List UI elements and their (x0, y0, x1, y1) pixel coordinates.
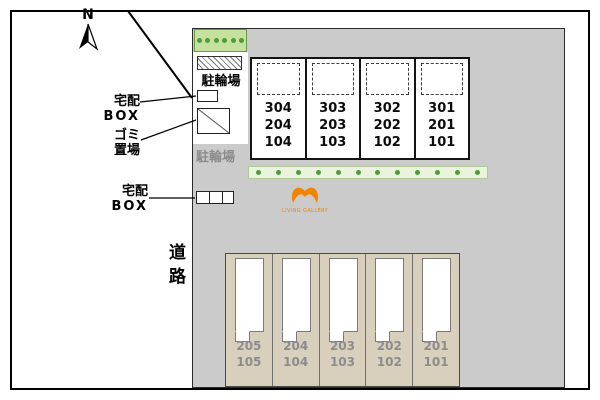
unit-column-x01: 301 201 101 (413, 59, 469, 158)
balcony-dashed-outline (420, 63, 463, 95)
unit-plan-step (235, 331, 250, 342)
delivery-box-label-top-line1: 宅配 (113, 94, 140, 109)
garbage-area-label: ゴミ 置場 (96, 128, 140, 158)
balcony-dashed-outline (366, 63, 409, 95)
logo-text: LIVING GALLERY (281, 208, 329, 214)
unit-number: 204 (283, 339, 309, 353)
unit-plan-shape (235, 258, 264, 332)
logo-ribbon-icon (292, 187, 318, 203)
unit-number: 102 (376, 355, 402, 369)
unit-number: 104 (283, 355, 309, 369)
shrub-dot (434, 170, 440, 175)
shrub-dot (355, 170, 361, 175)
shrub-dot (239, 38, 245, 43)
unit-number: 302 (373, 101, 401, 116)
garbage-area-structure (197, 108, 230, 134)
unit-plan-step (422, 331, 438, 342)
delivery-box-label-bottom-line2: BOX (111, 199, 148, 214)
unit-number: 201 (423, 339, 449, 353)
unit-number: 102 (373, 135, 401, 150)
unit-plan-shape (328, 258, 358, 332)
unit-column-x03: 203 103 (318, 254, 366, 386)
unit-number: 203 (319, 118, 347, 133)
unit-number: 202 (376, 339, 402, 353)
living-gallery-logo: LIVING GALLERY (281, 182, 329, 214)
shrub-dot (205, 38, 211, 43)
compass-needle-icon (79, 23, 99, 51)
road-label: 道路 (165, 243, 185, 291)
building-north: 304 204 104 303 203 103 302 202 102 (250, 57, 470, 160)
unit-number: 303 (319, 101, 347, 116)
unit-number: 301 (428, 101, 456, 116)
garbage-area-label-line1: ゴミ (113, 128, 140, 143)
shrub-dot (230, 38, 236, 43)
delivery-box-structure-bottom (196, 191, 234, 204)
bicycle-parking-label: 駐輪場 (201, 74, 241, 89)
garbage-area-label-line2: 置場 (113, 143, 140, 158)
shrub-dot (196, 38, 202, 43)
unit-number: 101 (423, 355, 449, 369)
unit-number: 201 (428, 118, 456, 133)
drawing-border-frame (10, 10, 590, 390)
unit-number: 202 (373, 118, 401, 133)
unit-plan-step (375, 331, 391, 342)
shrub-dot (276, 170, 282, 175)
shrub-dot (335, 170, 341, 175)
unit-plan-shape (422, 258, 452, 332)
unit-number: 104 (264, 135, 292, 150)
balcony-dashed-outline (257, 63, 300, 95)
delivery-box-label-top-line2: BOX (103, 109, 140, 124)
unit-number: 204 (264, 118, 292, 133)
unit-plan-step (281, 331, 297, 342)
bicycle-shed-hatched (197, 56, 242, 70)
unit-column-x04: 304 204 104 (252, 59, 305, 158)
shrub-dot (395, 170, 401, 175)
shrub-dot (474, 170, 480, 175)
shrub-dot (222, 38, 228, 43)
unit-number: 105 (236, 355, 262, 369)
unit-number: 101 (428, 135, 456, 150)
unit-column-x02: 302 202 102 (359, 59, 414, 158)
shrub-dot (315, 170, 321, 175)
unit-column-x03: 303 203 103 (304, 59, 360, 158)
unit-number: 205 (236, 339, 262, 353)
unit-number: 203 (329, 339, 356, 353)
hedge-strip (248, 166, 488, 179)
shrub-dot (415, 170, 421, 175)
delivery-box-label-bottom: 宅配 BOX (92, 184, 148, 214)
shrub-dot (213, 38, 219, 43)
shrub-dot (256, 170, 262, 175)
delivery-box-structure-top (197, 90, 218, 102)
building-south: 205 105 204 104 203 103 202 10 (225, 253, 460, 387)
delivery-box-label-bottom-line1: 宅配 (121, 184, 148, 199)
shrub-dot (296, 170, 302, 175)
unit-number: 304 (264, 101, 292, 116)
unit-plan-step (328, 331, 344, 342)
shrub-dot (454, 170, 460, 175)
unit-column-x02: 202 102 (365, 254, 412, 386)
unit-number: 103 (329, 355, 356, 369)
unit-column-x04: 204 104 (271, 254, 319, 386)
unit-plan-shape (281, 258, 311, 332)
unit-number: 103 (319, 135, 347, 150)
unit-column-x05: 205 105 (226, 254, 272, 386)
north-compass: N (74, 8, 102, 57)
delivery-box-label-top: 宅配 BOX (84, 94, 140, 124)
north-label: N (82, 7, 94, 23)
unit-plan-shape (375, 258, 405, 332)
balcony-dashed-outline (311, 63, 354, 95)
unit-column-x01: 201 101 (412, 254, 459, 386)
shrub-dot (375, 170, 381, 175)
planter-green-box (194, 29, 247, 52)
bicycle-parking-label-gray: 駐輪場 (196, 150, 236, 165)
